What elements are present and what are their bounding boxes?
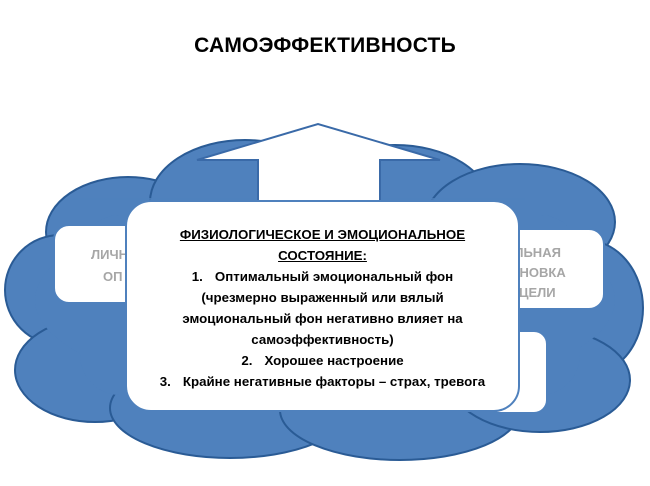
list-item: 2. Хорошее настроение	[127, 350, 518, 371]
right-box-line3: ЦЕЛИ	[519, 285, 556, 300]
list-item-text: Крайне негативные факторы – страх, трево…	[182, 374, 486, 389]
list-item: 1. Оптимальный эмоциональный фон	[127, 266, 518, 287]
list-item-text: Оптимальный эмоциональный фон	[214, 269, 454, 284]
list-item-number: 2.	[241, 353, 253, 368]
up-arrow-outline-icon	[196, 122, 441, 216]
slide-title: САМОЭФФЕКТИВНОСТЬ	[194, 34, 456, 57]
main-factor-box: ФИЗИОЛОГИЧЕСКОЕ И ЭМОЦИОНАЛЬНОЕ СОСТОЯНИ…	[125, 200, 520, 412]
left-box-line2: ОП	[103, 269, 123, 284]
list-item-number: 1.	[191, 269, 203, 284]
list-item: 3. Крайне негативные факторы – страх, тре…	[127, 371, 518, 392]
list-item-number: 3.	[159, 374, 171, 389]
list-item-detail: (чрезмерно выраженный или вялый	[201, 290, 444, 305]
main-heading-line1: ФИЗИОЛОГИЧЕСКОЕ И ЭМОЦИОНАЛЬНОЕ	[179, 227, 466, 242]
left-box-line1: ЛИЧН	[91, 247, 128, 262]
list-item-detail: эмоциональный фон негативно влияет на	[182, 311, 463, 326]
list-item-text: Хорошее настроение	[264, 353, 404, 368]
list-item-detail: самоэффективность)	[251, 332, 394, 347]
main-heading-line2: СОСТОЯНИЕ:	[278, 248, 367, 263]
